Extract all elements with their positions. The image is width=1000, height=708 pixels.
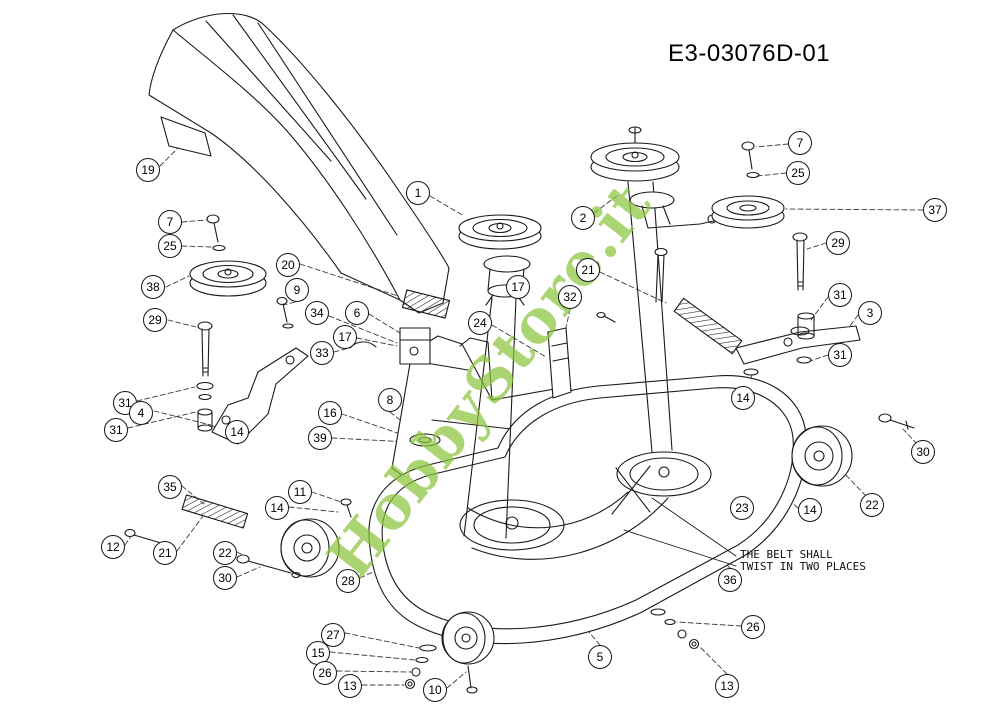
part-callout-35: 35 xyxy=(158,475,182,499)
part-callout-17: 17 xyxy=(506,275,530,299)
part-callout-22: 22 xyxy=(213,541,237,565)
part-callout-19: 19 xyxy=(136,158,160,182)
part-callout-38: 38 xyxy=(141,275,165,299)
part-callout-4: 4 xyxy=(129,401,153,425)
part-callout-28: 28 xyxy=(336,569,360,593)
part-callout-26: 26 xyxy=(741,615,765,639)
diagram-code-title: E3-03076D-01 xyxy=(668,40,831,67)
part-callout-33: 33 xyxy=(310,341,334,365)
deck-belt xyxy=(463,181,673,560)
mower-deck-shell xyxy=(368,375,808,645)
belt-note-line-2: TWIST IN TWO PLACES xyxy=(740,560,866,573)
idler-pulley-left xyxy=(189,260,267,297)
part-callout-6: 6 xyxy=(345,301,369,325)
belt-keeper-bracket xyxy=(399,327,431,365)
part-callout-21: 21 xyxy=(153,541,177,565)
gauge-wheel-right xyxy=(791,425,853,487)
part-callout-29: 29 xyxy=(826,231,850,255)
part-callout-39: 39 xyxy=(308,426,332,450)
extension-spring-right xyxy=(673,297,743,355)
part-callout-14: 14 xyxy=(265,496,289,520)
part-callout-3: 3 xyxy=(858,301,882,325)
idler-pulley-frame xyxy=(409,433,441,447)
part-callout-29: 29 xyxy=(143,308,167,332)
part-callout-1: 1 xyxy=(406,181,430,205)
part-callout-14: 14 xyxy=(798,498,822,522)
part-callout-14: 14 xyxy=(731,386,755,410)
part-callout-8: 8 xyxy=(378,388,402,412)
fasteners-hardware xyxy=(124,141,915,694)
part-callout-24: 24 xyxy=(468,311,492,335)
part-callout-30: 30 xyxy=(213,566,237,590)
part-callout-7: 7 xyxy=(788,131,812,155)
deck-hanger-bracket xyxy=(547,327,572,399)
flat-idler-pulley-right xyxy=(711,195,785,229)
part-callout-13: 13 xyxy=(338,674,362,698)
part-callout-10: 10 xyxy=(423,678,447,702)
part-callout-31: 31 xyxy=(104,418,128,442)
part-callout-31: 31 xyxy=(828,343,852,367)
part-callout-26: 26 xyxy=(313,661,337,685)
part-callout-32: 32 xyxy=(558,285,582,309)
part-callout-16: 16 xyxy=(318,401,342,425)
part-callout-2: 2 xyxy=(571,206,595,230)
part-callout-23: 23 xyxy=(730,496,754,520)
spindle-pulley-center xyxy=(458,214,542,306)
part-callout-25: 25 xyxy=(786,161,810,185)
part-callout-37: 37 xyxy=(923,198,947,222)
belt-note-line-1: THE BELT SHALL xyxy=(740,548,833,561)
part-callout-34: 34 xyxy=(305,301,329,325)
part-callout-31: 31 xyxy=(828,283,852,307)
part-callout-7: 7 xyxy=(158,210,182,234)
extension-spring-left xyxy=(181,494,249,529)
part-callout-21: 21 xyxy=(576,258,600,282)
note-pointer-lines xyxy=(623,497,737,567)
spindle-pulley-right xyxy=(590,126,737,229)
part-callout-20: 20 xyxy=(276,253,300,277)
part-callout-9: 9 xyxy=(285,278,309,302)
gauge-wheel-front xyxy=(441,611,495,665)
part-callout-11: 11 xyxy=(288,480,312,504)
part-callout-36: 36 xyxy=(718,568,742,592)
gauge-wheel-left xyxy=(280,518,340,578)
part-callout-14: 14 xyxy=(225,420,249,444)
part-callout-13: 13 xyxy=(715,674,739,698)
part-callout-27: 27 xyxy=(321,623,345,647)
part-callout-30: 30 xyxy=(911,440,935,464)
part-callout-5: 5 xyxy=(588,645,612,669)
belt-twist-note: THE BELT SHALL TWIST IN TWO PLACES xyxy=(740,549,866,573)
part-callout-22: 22 xyxy=(860,493,884,517)
discharge-chute xyxy=(148,12,451,319)
idler-bracket-right xyxy=(735,325,861,365)
part-callout-12: 12 xyxy=(101,535,125,559)
part-callout-17: 17 xyxy=(333,325,357,349)
part-callout-25: 25 xyxy=(158,234,182,258)
